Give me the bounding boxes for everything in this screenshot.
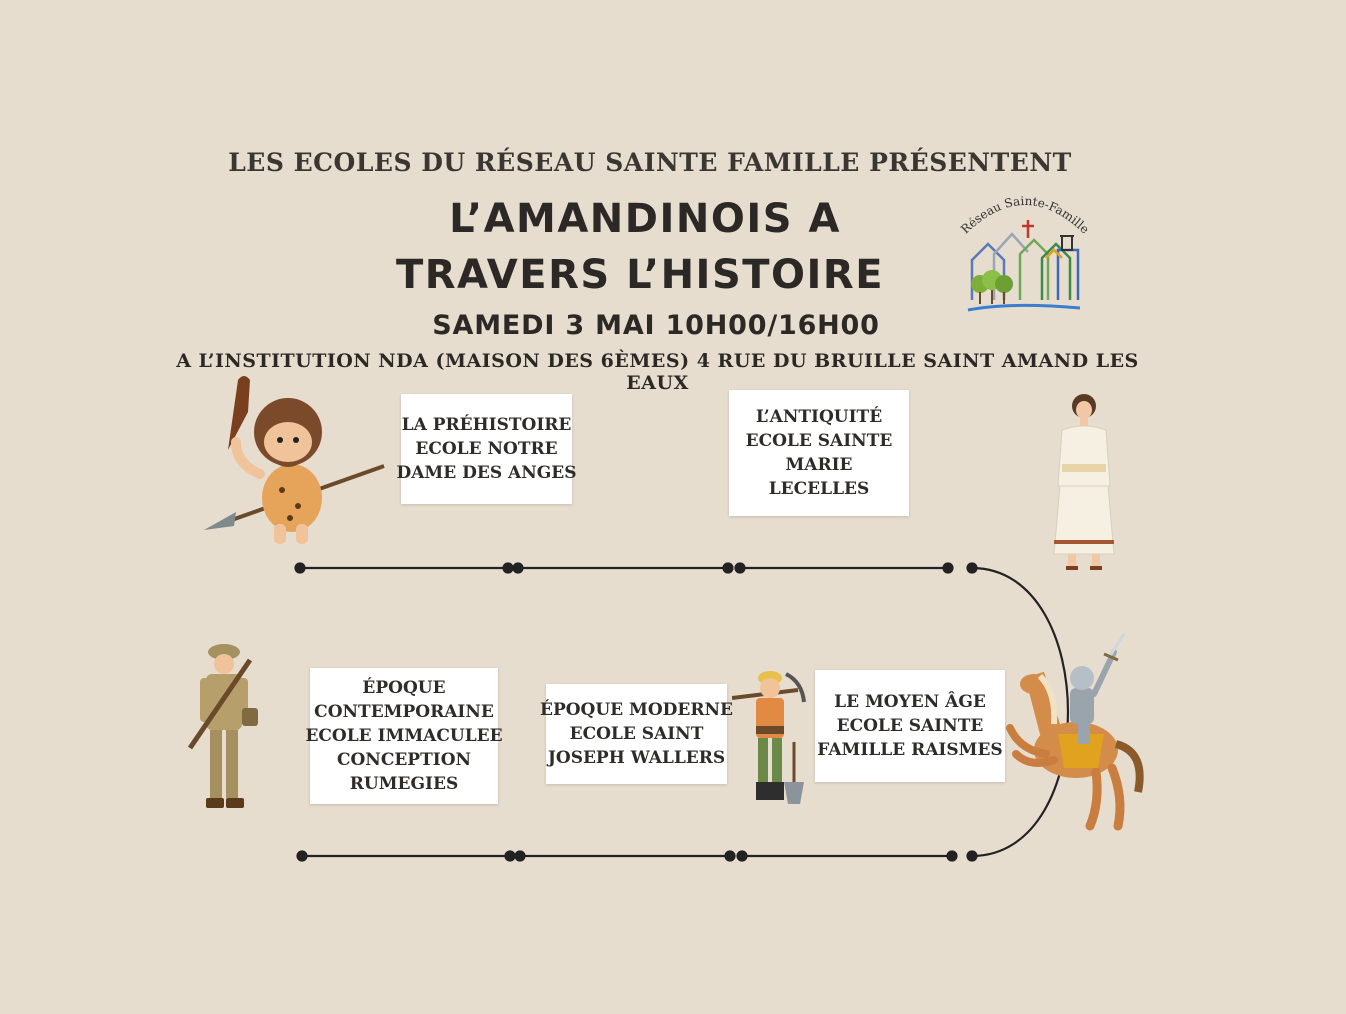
title-line-1: L’AMANDINOIS A — [449, 196, 841, 242]
period-line: CONCEPTION — [336, 750, 472, 770]
period-line: ECOLE SAINT — [569, 724, 704, 744]
period-line: DAME DES ANGES — [396, 463, 577, 483]
knight-on-horse-icon — [1006, 633, 1144, 831]
event-address: A L’INSTITUTION NDA (MAISON DES 6ÈMES) 4… — [176, 350, 1139, 394]
network-houses-logo: Réseau Sainte-Famille — [958, 194, 1092, 312]
period-line: ÉPOQUE — [362, 678, 446, 698]
event-date: SAMEDI 3 MAI 10H00/16H00 — [432, 310, 880, 341]
period-box-prehistory: LA PRÉHISTOIRE ECOLE NOTRE DAME DES ANGE… — [397, 394, 577, 504]
period-line: ECOLE IMMACULEE — [305, 726, 503, 746]
period-line: LA PRÉHISTOIRE — [401, 415, 572, 435]
period-box-antiquity: L’ANTIQUITÉ ECOLE SAINTE MARIE LECELLES — [729, 390, 909, 516]
miner-icon — [732, 671, 806, 804]
period-line: MARIE — [785, 455, 853, 475]
presenters-line: LES ECOLES DU RÉSEAU SAINTE FAMILLE PRÉS… — [228, 148, 1072, 177]
soldier-icon — [187, 644, 258, 808]
period-line: FAMILLE RAISMES — [817, 740, 1003, 760]
period-box-middle-ages: LE MOYEN ÂGE ECOLE SAINTE FAMILLE RAISME… — [815, 670, 1005, 782]
period-line: ECOLE SAINTE — [745, 431, 893, 451]
caveman-icon — [204, 376, 385, 544]
period-box-contemporary: ÉPOQUE CONTEMPORAINE ECOLE IMMACULEE CON… — [305, 668, 503, 804]
period-line: CONTEMPORAINE — [314, 702, 494, 722]
period-line: L’ANTIQUITÉ — [755, 407, 883, 427]
roman-woman-icon — [1053, 394, 1115, 570]
title-line-2: TRAVERS L’HISTOIRE — [395, 252, 885, 298]
period-line: ÉPOQUE MODERNE — [540, 700, 734, 720]
period-line: ECOLE SAINTE — [836, 716, 984, 736]
period-line: LECELLES — [768, 479, 870, 499]
period-line: LE MOYEN ÂGE — [834, 692, 986, 712]
period-line: JOSEPH WALLERS — [547, 748, 726, 768]
period-line: ECOLE NOTRE — [415, 439, 558, 459]
period-line: RUMEGIES — [349, 774, 459, 794]
period-box-modern: ÉPOQUE MODERNE ECOLE SAINT JOSEPH WALLER… — [540, 684, 733, 784]
